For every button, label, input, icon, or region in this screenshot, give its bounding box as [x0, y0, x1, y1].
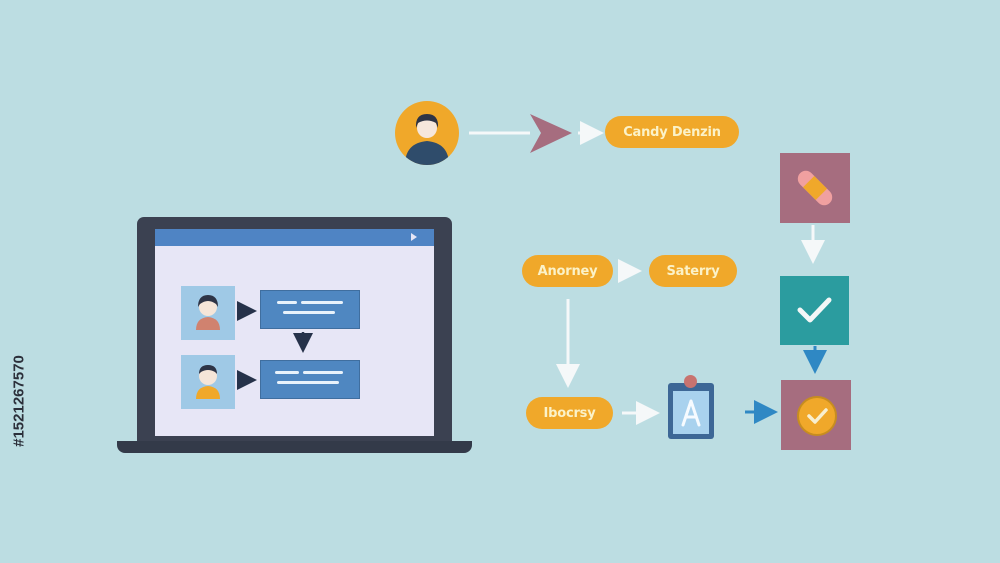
checkmark-icon — [797, 297, 832, 323]
user-icon — [196, 365, 220, 399]
laptop-base — [117, 441, 472, 453]
bandage-icon — [797, 170, 833, 206]
screen-titlebar — [155, 229, 434, 246]
badge-clip-icon — [684, 375, 697, 388]
id-badge-icon — [668, 383, 714, 439]
user-icon — [196, 295, 220, 330]
chevron-right-icon — [530, 114, 572, 153]
id-badge-face — [673, 391, 709, 434]
pill-mid-right: Saterry — [649, 255, 737, 287]
avatar-tile-1 — [181, 286, 235, 340]
pill-top: Candy Denzin — [605, 116, 739, 148]
user-avatar-icon — [395, 101, 459, 165]
laptop-screen — [155, 229, 434, 436]
pill-mid-left: Anorney — [522, 255, 613, 287]
pill-bottom: Ibocrsy — [526, 397, 613, 429]
text-card-1 — [260, 290, 360, 329]
tool-tile — [780, 153, 850, 223]
approve-tile — [780, 276, 849, 345]
play-icon — [411, 233, 417, 241]
stock-id-text: #1521267570 — [10, 355, 28, 447]
check-coin-icon — [797, 396, 837, 436]
avatar-tile-2 — [181, 355, 235, 409]
stock-id-strip: #1521267570 — [4, 316, 34, 486]
text-card-2 — [260, 360, 360, 399]
